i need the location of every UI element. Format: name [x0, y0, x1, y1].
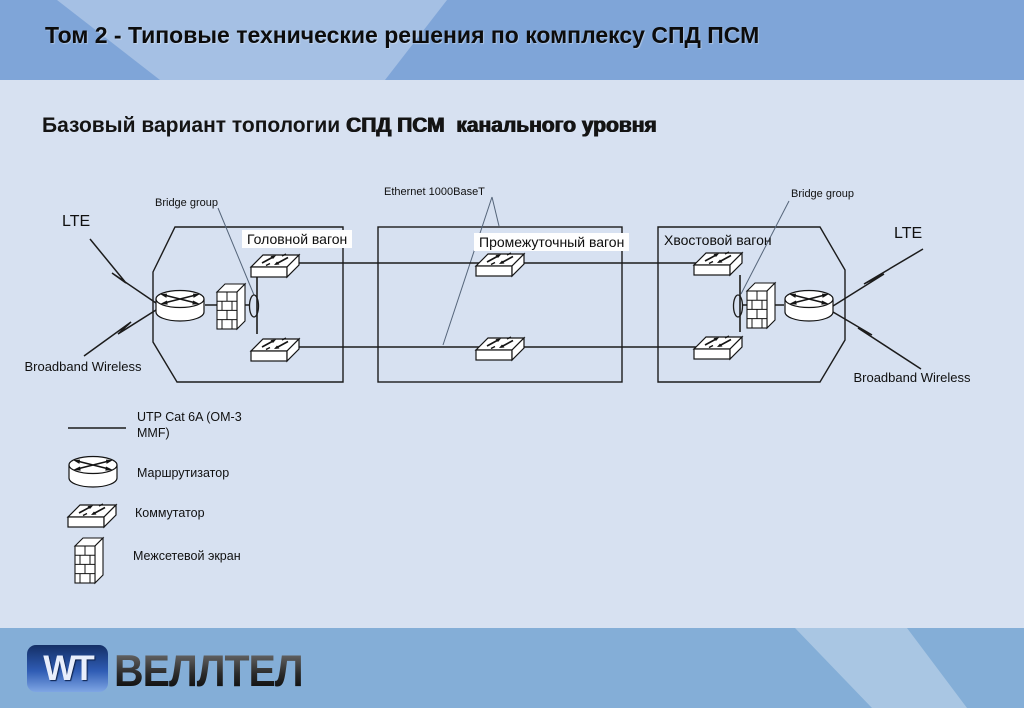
- switch-icon-middle-upper: [475, 252, 525, 277]
- diagram-heading: Базовый вариант топологии СПД ПСМ каналь…: [42, 114, 657, 138]
- logo-company-name: ВЕЛЛТЕЛ: [114, 646, 304, 696]
- router-icon-left: [155, 289, 205, 322]
- router-icon-right: [784, 289, 834, 322]
- callout-lines: [217, 196, 790, 346]
- router-icon-legend: [68, 455, 118, 488]
- middle-car-label: Промежуточный вагон: [474, 233, 630, 251]
- bridge-group-right-callout: [740, 200, 790, 295]
- header-bar: [0, 0, 1024, 80]
- firewall-icon-legend: [74, 537, 104, 584]
- bridge-ellipse-icon-right: [732, 294, 744, 318]
- switch-icon-legend: [67, 503, 117, 528]
- switch-icon-head-upper: [250, 253, 300, 278]
- ethernet-callout-b: [491, 196, 500, 227]
- bridge-ellipse-icons: [248, 294, 744, 318]
- broadband-label-left: Broadband Wireless: [24, 359, 142, 374]
- logo-wt-mark: WT: [27, 645, 108, 692]
- head-car-outline: [152, 226, 344, 383]
- lightning-icon-lte-left: [89, 238, 157, 304]
- switch-icon-middle-lower: [475, 336, 525, 361]
- ethernet-callout-a: [442, 196, 493, 346]
- bridge-group-label-right: Bridge group: [791, 188, 854, 200]
- head-car-label: Головной вагон: [242, 230, 353, 248]
- tail-car-label: Хвостовой вагон: [664, 232, 772, 248]
- ethernet-label: Ethernet 1000BaseT: [384, 186, 485, 198]
- legend-label-router: Маршрутизатор: [137, 466, 230, 480]
- lte-label-right: LTE: [894, 225, 923, 242]
- legend-label-firewall: Межсетевой экран: [133, 549, 241, 563]
- broadband-label-right: Broadband Wireless: [853, 370, 971, 385]
- lightning-icons: [83, 238, 924, 370]
- tail-car-outline: [657, 226, 846, 383]
- switch-icon-tail-lower: [693, 335, 743, 360]
- bridge-ellipse-icon-left: [248, 294, 260, 318]
- lightning-icon-lte-right: [832, 248, 924, 307]
- cable-lines: [68, 262, 784, 429]
- switch-icon-tail-upper: [693, 251, 743, 276]
- bridge-group-label-left: Bridge group: [155, 197, 218, 209]
- legend-label-switch: Коммутатор: [135, 506, 205, 520]
- logo-wt-text: WT: [43, 648, 94, 688]
- car-outlines: [152, 226, 846, 383]
- legend-label-cable: UTP Cat 6A (ОМ-3 MMF): [137, 410, 242, 440]
- firewall-icon-right: [746, 282, 776, 329]
- switch-icon-head-lower: [250, 337, 300, 362]
- slide-title: Том 2 - Типовые технические решения по к…: [45, 22, 760, 48]
- footer-bar: [0, 628, 1024, 708]
- bridge-group-left-callout: [217, 207, 255, 296]
- lte-label-left: LTE: [62, 213, 91, 230]
- lightning-icon-broadband-left: [83, 309, 157, 357]
- firewall-icon-left: [216, 283, 246, 330]
- lightning-icon-broadband-right: [832, 311, 922, 370]
- heading-emphasis: СПД ПСМ канального уровня: [346, 114, 657, 137]
- heading-prefix: Базовый вариант топологии: [42, 114, 347, 137]
- middle-car-outline: [377, 226, 623, 383]
